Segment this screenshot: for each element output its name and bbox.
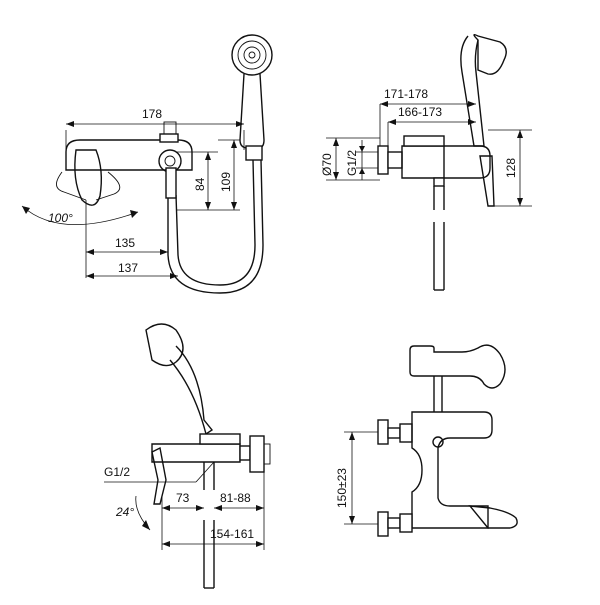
dim-g1-2-top: G1/2	[345, 150, 359, 176]
view-bottom-right: 150±23	[335, 344, 518, 537]
shower-holder	[245, 145, 263, 161]
lower-connector	[377, 511, 389, 537]
dim-135: 135	[115, 236, 135, 250]
dim-109: 109	[219, 172, 233, 192]
mixer-body-front	[411, 411, 493, 529]
dim-24deg: 24°	[115, 505, 134, 519]
hand-shower-side-2	[145, 323, 214, 436]
dim-154-161: 154-161	[210, 527, 254, 541]
view-top-right: 171-178 166-173 Ø70 G1/2 128	[320, 33, 532, 291]
dim-g1-2-bottom: G1/2	[104, 465, 130, 479]
mixer-body-top	[56, 121, 193, 206]
dim-128: 128	[504, 158, 518, 178]
dim-178: 178	[142, 107, 162, 121]
mixer-body-side	[401, 145, 491, 179]
upper-connector	[377, 419, 389, 445]
hand-shower-side	[460, 33, 507, 147]
hand-shower-top	[409, 344, 506, 412]
shower-hose	[175, 159, 256, 286]
hand-shower-head	[231, 34, 273, 149]
dim-171-178: 171-178	[384, 87, 428, 101]
dim-73: 73	[176, 491, 190, 505]
mixer-body-bottom	[151, 443, 241, 463]
dim-81-88: 81-88	[220, 491, 251, 505]
view-bottom-left: G1/2 24° 73 81-88 154-161	[104, 323, 271, 589]
dim-diameter-70: Ø70	[320, 153, 334, 176]
dim-150-23: 150±23	[335, 468, 349, 508]
view-top-left: 178 84 109 100° 135 137	[21, 34, 273, 294]
dim-84: 84	[193, 177, 207, 191]
dim-100deg: 100°	[48, 211, 73, 225]
dim-166-173: 166-173	[398, 105, 442, 119]
dim-137: 137	[118, 261, 138, 275]
